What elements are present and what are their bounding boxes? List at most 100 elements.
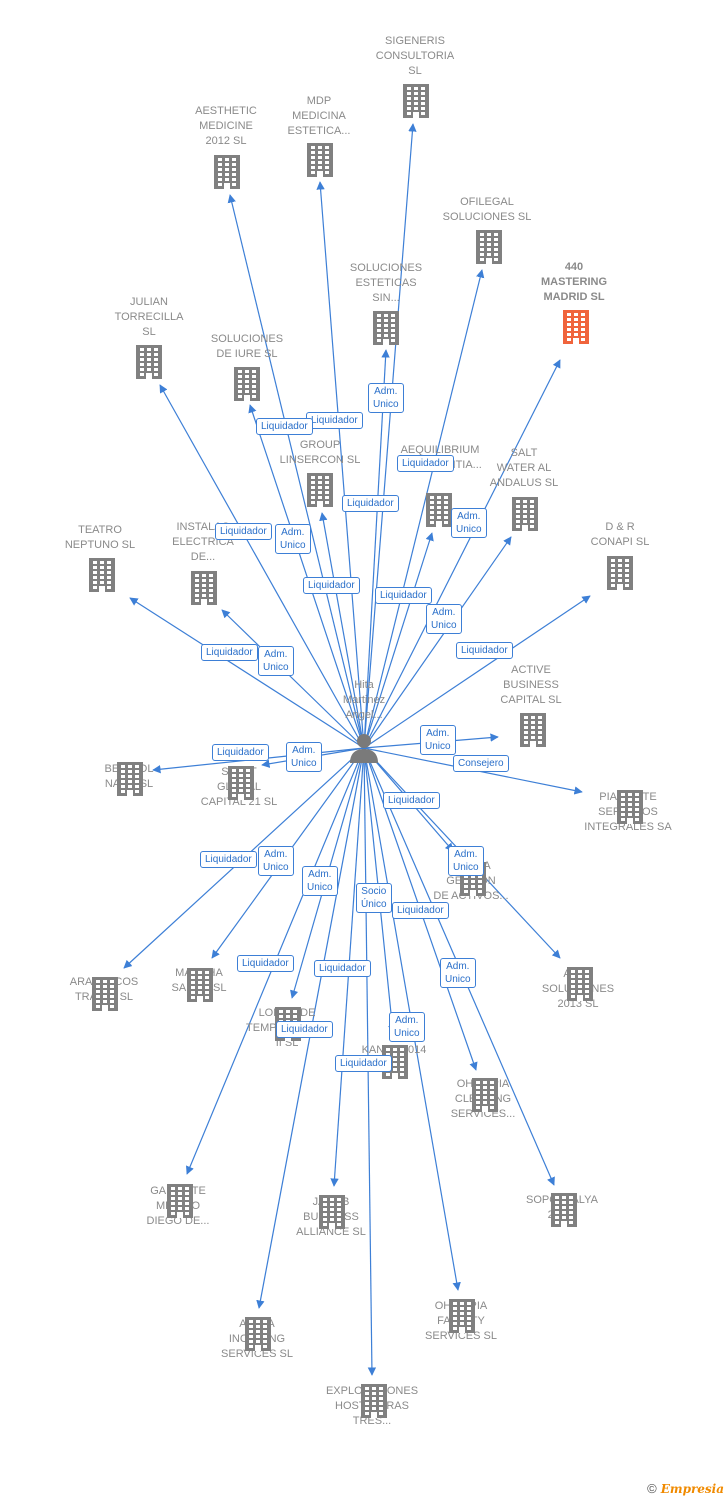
role-badge: Liquidador: [201, 644, 258, 661]
building-icon: [361, 1384, 387, 1418]
building-icon: [117, 762, 143, 796]
company-node-mdp[interactable]: MDP MEDICINA ESTETICA...: [264, 94, 374, 177]
company-label: SOLUCIONES DE IURE SL: [210, 333, 284, 360]
role-badge: Adm. Unico: [258, 846, 294, 876]
role-badge: Liquidador: [215, 523, 272, 540]
edge-teatro: [129, 597, 365, 749]
building-icon: [191, 571, 217, 605]
company-node-becool[interactable]: BE COOL NAILS SL: [74, 762, 184, 796]
role-badge: Adm. Unico: [420, 725, 456, 755]
company-node-mancha[interactable]: MANCHA SABOR SL: [144, 966, 254, 1002]
building-icon: [245, 1317, 271, 1351]
role-badge: Adm. Unico: [368, 383, 404, 413]
role-badge: Adm. Unico: [451, 508, 487, 538]
role-badge: Consejero: [453, 755, 509, 772]
role-badge: Liquidador: [237, 955, 294, 972]
role-badge: Liquidador: [256, 418, 313, 435]
company-node-ohlimpia-cleaning[interactable]: OHLIMPIA CLEANING SERVICES...: [428, 1077, 538, 1122]
company-node-jacob[interactable]: JACOB BUSINESS ALLIANCE SL: [276, 1195, 386, 1240]
role-badge: Liquidador: [456, 642, 513, 659]
role-badge: Adm. Unico: [448, 846, 484, 876]
building-icon: [607, 556, 633, 590]
role-badge: Liquidador: [303, 577, 360, 594]
company-node-dr-conapi[interactable]: D & R CONAPI SL: [565, 520, 675, 590]
building-icon: [403, 84, 429, 118]
company-node-spirit[interactable]: SPIRIT GLOBAL CAPITAL 21 SL: [184, 765, 294, 810]
building-icon: [373, 311, 399, 345]
building-icon: [520, 713, 546, 747]
role-badge: Liquidador: [212, 744, 269, 761]
building-icon: [89, 558, 115, 592]
person-icon[interactable]: [347, 731, 381, 765]
role-badge: Liquidador: [392, 902, 449, 919]
company-label: TEATRO NEPTUNO SL: [64, 524, 136, 551]
edge-salt: [363, 536, 512, 749]
role-badge: Adm. Unico: [302, 866, 338, 896]
company-node-julian[interactable]: JULIAN TORRECILLA SL: [94, 295, 204, 379]
company-node-ofilegal[interactable]: OFILEGAL SOLUCIONES SL: [432, 195, 542, 264]
edge-mastering: [363, 359, 561, 749]
role-badge: Adm. Unico: [389, 1012, 425, 1042]
building-icon: [449, 1299, 475, 1333]
company-label: SOLUCIONES ESTETICAS SIN...: [349, 262, 423, 304]
company-node-teatro[interactable]: TEATRO NEPTUNO SL: [45, 523, 155, 592]
company-label: JULIAN TORRECILLA SL: [114, 296, 184, 338]
role-badge: Adm. Unico: [258, 646, 294, 676]
company-node-apmj[interactable]: APMJ SOLUCIONES 2013 SL: [523, 967, 633, 1012]
company-node-linsercon[interactable]: GROUP LINSERCON SL: [265, 438, 375, 507]
building-icon: [617, 790, 643, 824]
building-icon: [234, 367, 260, 401]
building-icon: [426, 493, 452, 527]
brand-logo: Empresia: [660, 1482, 724, 1496]
company-label: SIGENERIS CONSULTORIA SL: [375, 35, 455, 77]
company-node-sigeneris[interactable]: SIGENERIS CONSULTORIA SL: [360, 34, 470, 118]
edge-dr: [363, 595, 591, 749]
role-badge: Adm. Unico: [275, 524, 311, 554]
company-node-aesthetic[interactable]: AESTHETIC MEDICINE 2012 SL: [171, 104, 281, 189]
edge-aesthetic: [227, 194, 365, 749]
edge-linsercon: [319, 512, 365, 749]
building-icon: [228, 766, 254, 800]
company-label: 440 MASTERING MADRID SL: [541, 261, 607, 303]
company-node-arabescos[interactable]: ARABESCOS TRAVEL SL: [49, 975, 159, 1011]
role-badge: Adm. Unico: [440, 958, 476, 988]
edge-ofilegal: [363, 269, 485, 749]
building-icon: [551, 1193, 577, 1227]
building-icon: [563, 310, 589, 344]
company-node-440-mastering[interactable]: 440 MASTERING MADRID SL: [519, 260, 629, 344]
role-badge: Liquidador: [397, 455, 454, 472]
company-node-soportalya[interactable]: SOPORTALYA 21 SL: [507, 1193, 617, 1227]
person-label[interactable]: Hita Martinez Angel...: [342, 679, 386, 721]
company-node-explotaciones[interactable]: EXPLOTACIONES HOSTELERAS TRES...: [317, 1384, 427, 1429]
company-label: D & R CONAPI SL: [590, 521, 650, 548]
company-node-akala[interactable]: AKALA INCOMING SERVICES SL: [202, 1317, 312, 1362]
company-label: OFILEGAL SOLUCIONES SL: [442, 196, 532, 223]
company-label: SALT WATER AL ANDALUS SL: [489, 447, 559, 489]
building-icon: [307, 473, 333, 507]
role-badge: Liquidador: [200, 851, 257, 868]
edge-soluciones_esteticas: [363, 349, 390, 749]
edge-sigeneris: [363, 123, 417, 749]
company-node-aequilibrium[interactable]: AEQUILIBRIUM CONFIDENTIA...: [385, 443, 495, 527]
company-node-gabinete[interactable]: GABINETE MEDICO DIEGO DE...: [123, 1184, 233, 1229]
building-icon: [187, 968, 213, 1002]
edge-instalac: [221, 609, 365, 749]
building-icon: [214, 155, 240, 189]
edge-julian: [159, 384, 365, 749]
company-node-ohlimpia-facility[interactable]: OHLIMPIA FACILITY SERVICES SL: [406, 1299, 516, 1344]
building-icon: [92, 977, 118, 1011]
company-node-active[interactable]: ACTIVE BUSINESS CAPITAL SL: [476, 663, 586, 747]
company-node-salt[interactable]: SALT WATER AL ANDALUS SL: [469, 446, 579, 531]
role-badge: Liquidador: [375, 587, 432, 604]
company-node-piamonte[interactable]: PIAMONTE SERVICIOS INTEGRALES SA: [573, 790, 683, 835]
role-badge: Liquidador: [314, 960, 371, 977]
role-badge: Adm. Unico: [286, 742, 322, 772]
company-node-soluciones-esteticas[interactable]: SOLUCIONES ESTETICAS SIN...: [331, 261, 441, 345]
building-icon: [512, 497, 538, 531]
building-icon: [472, 1078, 498, 1112]
role-badge: Liquidador: [306, 412, 363, 429]
copyright-icon: ©: [647, 1481, 657, 1496]
building-icon: [319, 1195, 345, 1229]
company-node-iure[interactable]: SOLUCIONES DE IURE SL: [192, 332, 302, 401]
